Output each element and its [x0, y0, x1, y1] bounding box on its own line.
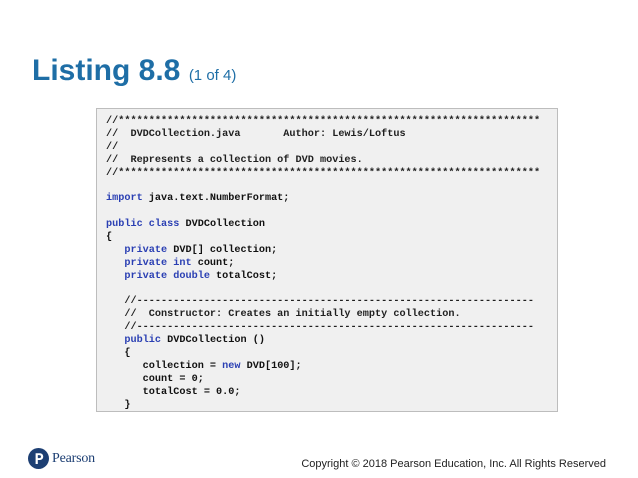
code-token-keyword: new [222, 360, 241, 372]
code-line: //**************************************… [106, 168, 540, 181]
code-token-keyword: public [124, 335, 162, 347]
code-token-comment: //--------------------------------------… [106, 296, 534, 308]
code-token-keyword: private int [124, 257, 192, 269]
code-token-comment: // Represents a collection of DVD movies… [106, 154, 363, 166]
code-token-plain [106, 245, 124, 256]
code-token-plain: } [106, 399, 131, 411]
code-token-plain: count = 0; [106, 373, 204, 385]
code-token-plain: count; [191, 257, 235, 269]
code-line: count = 0; [106, 374, 540, 387]
code-line [106, 206, 540, 219]
code-line: totalCost = 0.0; [106, 387, 540, 400]
code-line: private int count; [106, 258, 540, 271]
code-token-comment: //--------------------------------------… [106, 322, 534, 334]
pearson-wordmark: Pearson [52, 450, 95, 466]
code-listing: //**************************************… [106, 116, 540, 411]
code-line: // Represents a collection of DVD movies… [106, 155, 540, 168]
pearson-logo: Pearson [28, 448, 95, 469]
code-line: //--------------------------------------… [106, 296, 540, 309]
code-line: private double totalCost; [106, 271, 540, 284]
code-line [106, 284, 540, 297]
code-token-comment: // Constructor: Creates an initially emp… [106, 309, 461, 321]
code-token-comment: // [106, 141, 119, 153]
code-token-plain: totalCost; [209, 270, 278, 282]
title-main: Listing 8.8 [32, 54, 181, 87]
code-line: public DVDCollection () [106, 335, 540, 348]
pearson-logo-icon [28, 448, 49, 469]
code-listing-box: //**************************************… [96, 108, 558, 412]
code-line: { [106, 348, 540, 361]
code-line: collection = new DVD[100]; [106, 361, 540, 374]
code-token-plain: DVD[100]; [240, 360, 302, 372]
code-line: // Constructor: Creates an initially emp… [106, 309, 540, 322]
code-token-plain [106, 271, 124, 282]
code-token-plain [106, 335, 124, 346]
code-line: } [106, 399, 540, 411]
code-token-keyword: private double [124, 270, 210, 282]
code-line [106, 180, 540, 193]
code-token-comment: // DVDCollection.java Author: Lewis/Loft… [106, 128, 406, 140]
code-line: private DVD[] collection; [106, 245, 540, 258]
code-token-plain: DVD[] collection; [167, 244, 278, 256]
code-token-plain [106, 258, 124, 269]
code-line: //**************************************… [106, 116, 540, 129]
code-line: public class DVDCollection [106, 219, 540, 232]
code-token-plain: DVDCollection [179, 219, 265, 231]
slide-title: Listing 8.8 (1 of 4) [32, 54, 236, 88]
code-token-plain: { [106, 232, 113, 244]
code-line: // [106, 142, 540, 155]
code-token-plain: DVDCollection () [161, 335, 265, 347]
code-line: import java.text.NumberFormat; [106, 193, 540, 206]
code-line: //--------------------------------------… [106, 322, 540, 335]
code-line: { [106, 232, 540, 245]
copyright-notice: Copyright © 2018 Pearson Education, Inc.… [301, 458, 606, 470]
title-page-indicator: (1 of 4) [188, 67, 237, 84]
code-token-keyword: public class [106, 219, 180, 231]
code-token-plain: totalCost = 0.0; [106, 386, 241, 398]
code-token-keyword: private [124, 244, 168, 256]
code-token-plain: { [106, 348, 131, 360]
code-token-keyword: import [106, 193, 143, 205]
code-token-comment: //**************************************… [106, 167, 541, 179]
code-token-comment: //**************************************… [106, 116, 541, 127]
code-line: // DVDCollection.java Author: Lewis/Loft… [106, 129, 540, 142]
code-token-plain: collection = [106, 360, 223, 372]
code-token-plain: java.text.NumberFormat; [142, 193, 290, 205]
